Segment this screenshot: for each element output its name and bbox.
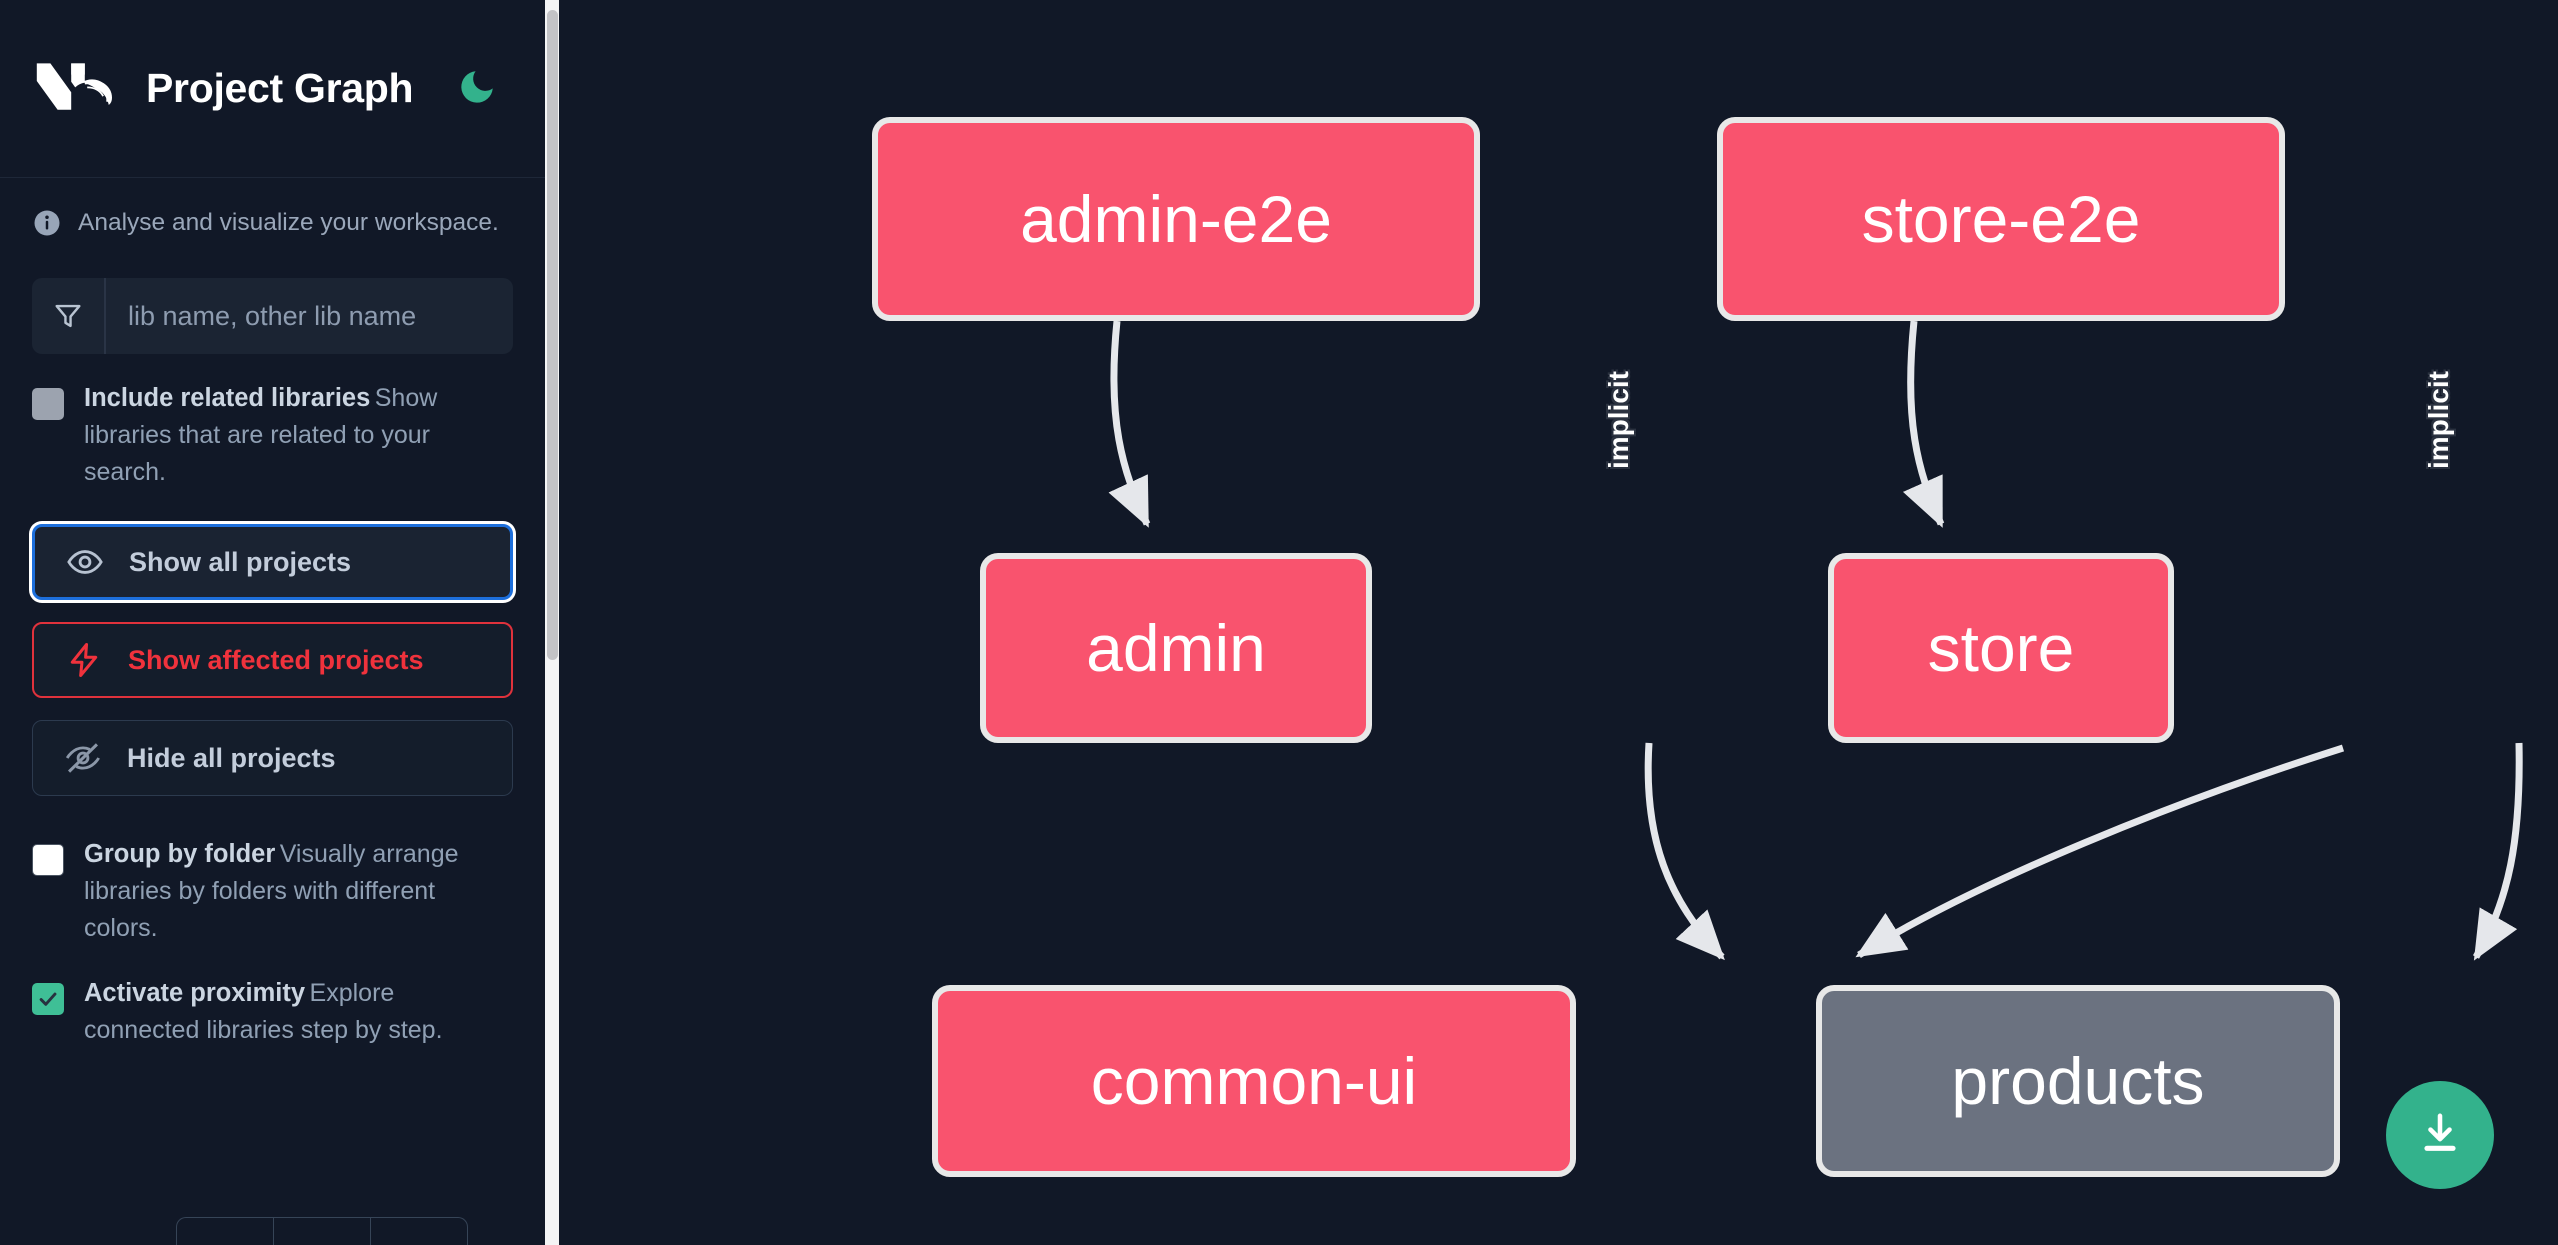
segment-option-3[interactable]: [371, 1218, 467, 1245]
sidebar-subtitle-text: Analyse and visualize your workspace.: [78, 209, 499, 236]
graph-node-label: products: [1951, 1044, 2205, 1118]
segment-option-2[interactable]: [274, 1218, 371, 1245]
activate-proximity-checkbox[interactable]: [32, 982, 64, 1015]
theme-toggle-button[interactable]: [449, 61, 505, 117]
eye-off-icon: [63, 738, 103, 778]
checkmark-icon: [37, 988, 59, 1010]
graph-node-store[interactable]: store: [1828, 553, 2174, 743]
edge-label-implicit-admin: implicit: [1603, 370, 1634, 470]
download-graph-button[interactable]: [2386, 1081, 2494, 1189]
info-circle-icon: [32, 208, 62, 238]
search-section: [0, 262, 545, 354]
sidebar-header: Project Graph: [0, 0, 545, 178]
lightning-bolt-icon: [64, 640, 104, 680]
sidebar-scrollbar-track[interactable]: [545, 0, 559, 1245]
show-affected-projects-label: Show affected projects: [128, 644, 424, 675]
edge-store-to-common-ui: [1855, 744, 2345, 958]
graph-node-label: admin-e2e: [1020, 182, 1332, 256]
proximity-segmented-control[interactable]: [176, 1217, 468, 1245]
project-visibility-buttons: Show all projects Show affected projects: [0, 490, 545, 797]
nx-logo-icon: [32, 56, 128, 122]
show-affected-projects-button[interactable]: Show affected projects: [32, 622, 513, 699]
include-related-libraries-description: Show libraries that are related to your …: [84, 384, 438, 486]
hide-all-projects-label: Hide all projects: [127, 742, 336, 773]
moon-icon: [456, 66, 498, 111]
group-by-folder-label: Group by folder: [84, 840, 276, 869]
hide-all-projects-button[interactable]: Hide all projects: [32, 720, 513, 797]
graph-node-common-ui[interactable]: common-ui: [932, 985, 1576, 1177]
edge-store-to-products: [2472, 742, 2523, 961]
app-title: Project Graph: [146, 65, 414, 111]
graph-node-label: store-e2e: [1861, 182, 2141, 256]
group-by-folder-description: Visually arrange libraries by folders wi…: [84, 840, 459, 943]
sidebar: Project Graph: [0, 0, 559, 1245]
activate-proximity-label: Activate proximity: [84, 978, 306, 1007]
filter-funnel-icon: [32, 278, 106, 354]
search-input[interactable]: [106, 278, 513, 354]
edge-store-e2e-to-store: [1902, 320, 1945, 528]
graph-node-label: admin: [1086, 611, 1266, 685]
edge-admin-to-common-ui: [1644, 742, 1725, 961]
graph-node-label: common-ui: [1090, 1044, 1418, 1118]
include-related-libraries-label: Include related libraries: [84, 384, 371, 412]
graph-node-store-e2e[interactable]: store-e2e: [1717, 117, 2285, 321]
graph-node-admin-e2e[interactable]: admin-e2e: [872, 117, 1480, 321]
group-by-folder-checkbox[interactable]: [32, 844, 64, 877]
segment-option-1[interactable]: [177, 1218, 274, 1245]
activate-proximity-description: Explore connected libraries step by step…: [84, 978, 443, 1044]
graph-node-admin[interactable]: admin: [980, 553, 1372, 743]
checkbox-row-activate-proximity[interactable]: Activate proximity Explore connected lib…: [0, 947, 545, 1049]
checkbox-row-group-by-folder[interactable]: Group by folder Visually arrange librari…: [0, 796, 545, 946]
eye-icon: [65, 542, 105, 582]
edge-admin-e2e-to-admin: [1108, 320, 1151, 528]
graph-node-label: store: [1927, 611, 2075, 685]
graph-canvas[interactable]: implicit implicit admin-e2e store-e2e ad…: [559, 0, 2558, 1245]
show-all-projects-button[interactable]: Show all projects: [32, 524, 513, 601]
sidebar-subtitle: Analyse and visualize your workspace.: [0, 178, 545, 262]
graph-node-products[interactable]: products: [1816, 985, 2340, 1177]
show-all-projects-label: Show all projects: [129, 546, 352, 577]
include-related-libraries-checkbox[interactable]: [32, 388, 64, 420]
search-box[interactable]: [32, 278, 513, 354]
edge-label-implicit-store: implicit: [2423, 370, 2454, 470]
checkbox-row-include-related-libraries[interactable]: Include related libraries Show libraries…: [0, 354, 545, 490]
download-icon: [2414, 1108, 2466, 1163]
sidebar-scrollbar-thumb[interactable]: [547, 10, 558, 660]
